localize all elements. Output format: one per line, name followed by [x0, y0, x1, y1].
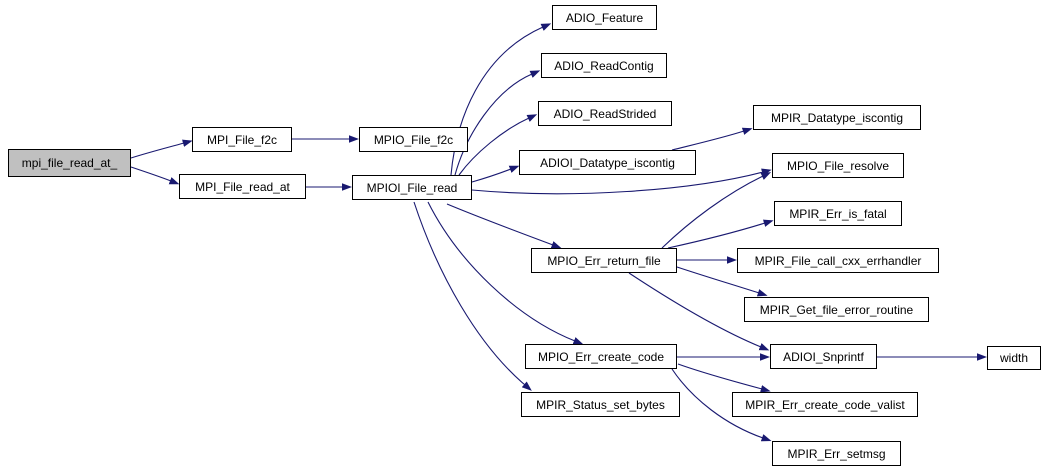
edge-mpi-file-read-at-underscore-to-mpi-file-f2c: [130, 139, 193, 159]
edge-adioi-datatype-iscontig-to-mpir-datatype-iscontig: [671, 127, 753, 151]
edge-mpio-err-create-code-to-mpir-err-setmsg: [671, 368, 772, 442]
edge-mpi-file-read-at-underscore-to-mpi-file-read-at: [130, 166, 180, 185]
node-mpio-file-resolve[interactable]: MPIO_File_resolve: [772, 153, 904, 178]
node-mpir-file-call-cxx-errhandler[interactable]: MPIR_File_call_cxx_errhandler: [737, 248, 939, 273]
edge-mpio-err-return-file-to-mpir-err-is-fatal: [667, 219, 774, 249]
node-mpioi-file-read[interactable]: MPIOI_File_read: [352, 175, 472, 200]
edge-mpio-err-return-file-to-mpio-file-resolve: [661, 172, 772, 249]
node-adio-readstrided[interactable]: ADIO_ReadStrided: [538, 101, 672, 126]
edge-mpioi-file-read-to-adio-readcontig: [454, 70, 541, 176]
edges-group: [130, 23, 987, 442]
edge-mpioi-file-read-to-mpio-err-return-file: [446, 203, 562, 249]
node-adio-readcontig[interactable]: ADIO_ReadContig: [541, 53, 667, 78]
edge-mpioi-file-read-to-adio-readstrided: [458, 114, 538, 176]
node-adioi-snprintf[interactable]: ADIOI_Snprintf: [770, 344, 877, 369]
node-mpir-err-create-code-valist[interactable]: MPIR_Err_create_code_valist: [732, 392, 918, 417]
edge-mpioi-file-read-to-mpio-file-resolve: [471, 168, 772, 195]
edge-mpioi-file-read-to-mpir-status-set-bytes: [413, 201, 532, 391]
node-mpir-status-set-bytes[interactable]: MPIR_Status_set_bytes: [521, 392, 680, 417]
node-mpi-file-f2c[interactable]: MPI_File_f2c: [192, 127, 292, 152]
node-mpio-err-create-code[interactable]: MPIO_Err_create_code: [525, 344, 677, 369]
edge-mpio-err-return-file-to-mpir-get-file-error-routine: [676, 266, 768, 297]
edge-mpio-err-return-file-to-adioi-snprintf: [628, 272, 770, 351]
node-mpir-datatype-iscontig[interactable]: MPIR_Datatype_iscontig: [753, 105, 921, 130]
node-adio-feature[interactable]: ADIO_Feature: [552, 5, 657, 30]
node-mpir-get-file-error-routine[interactable]: MPIR_Get_file_error_routine: [744, 297, 929, 322]
node-mpio-err-return-file[interactable]: MPIO_Err_return_file: [531, 248, 677, 273]
node-width[interactable]: width: [987, 346, 1041, 370]
edge-mpioi-file-read-to-adioi-datatype-iscontig: [471, 165, 520, 183]
node-mpio-file-f2c[interactable]: MPIO_File_f2c: [359, 127, 468, 152]
edge-mpioi-file-read-to-adio-feature: [450, 23, 552, 176]
node-mpir-err-is-fatal[interactable]: MPIR_Err_is_fatal: [774, 201, 902, 226]
node-mpi-file-read-at[interactable]: MPI_File_read_at: [179, 174, 306, 199]
edge-mpio-err-create-code-to-mpir-err-create-code-valist: [677, 363, 771, 393]
node-mpir-err-setmsg[interactable]: MPIR_Err_setmsg: [772, 441, 901, 466]
node-adioi-datatype-iscontig[interactable]: ADIOI_Datatype_iscontig: [519, 150, 696, 175]
edge-mpioi-file-read-to-mpio-err-create-code: [427, 201, 584, 345]
node-mpi-file-read-at-underscore: mpi_file_read_at_: [8, 149, 131, 177]
